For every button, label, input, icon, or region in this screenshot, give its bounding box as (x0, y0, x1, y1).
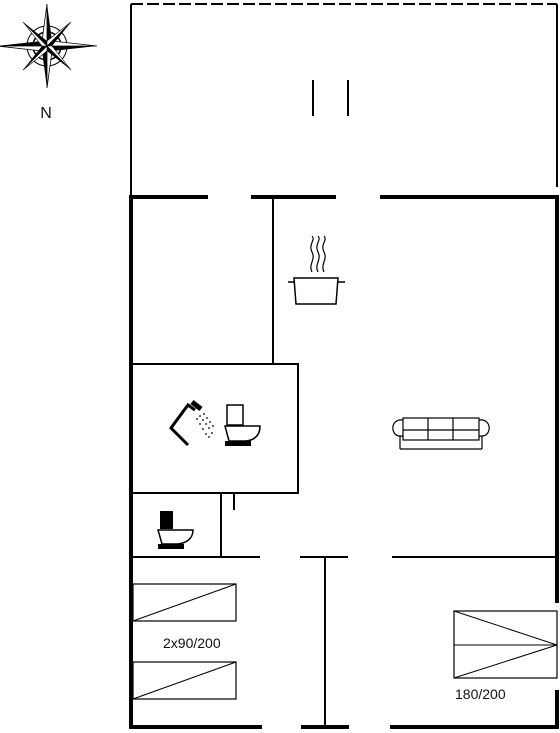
exterior-walls (129, 195, 559, 729)
bed-size-label: 2x90/200 (163, 635, 221, 651)
bed-single (132, 661, 237, 700)
bed-single (132, 583, 237, 622)
north-label: N (40, 105, 52, 122)
bed-double (453, 610, 558, 679)
toilet-icon (157, 511, 194, 549)
shower-icon (169, 400, 214, 447)
compass-rose-icon (0, 3, 98, 89)
stove-pot-icon (288, 235, 345, 305)
toilet-icon (224, 404, 261, 446)
terrace-outline (130, 3, 558, 197)
interior-walls (131, 197, 557, 727)
bed-size-label: 180/200 (455, 686, 506, 702)
sofa-icon (392, 417, 490, 450)
